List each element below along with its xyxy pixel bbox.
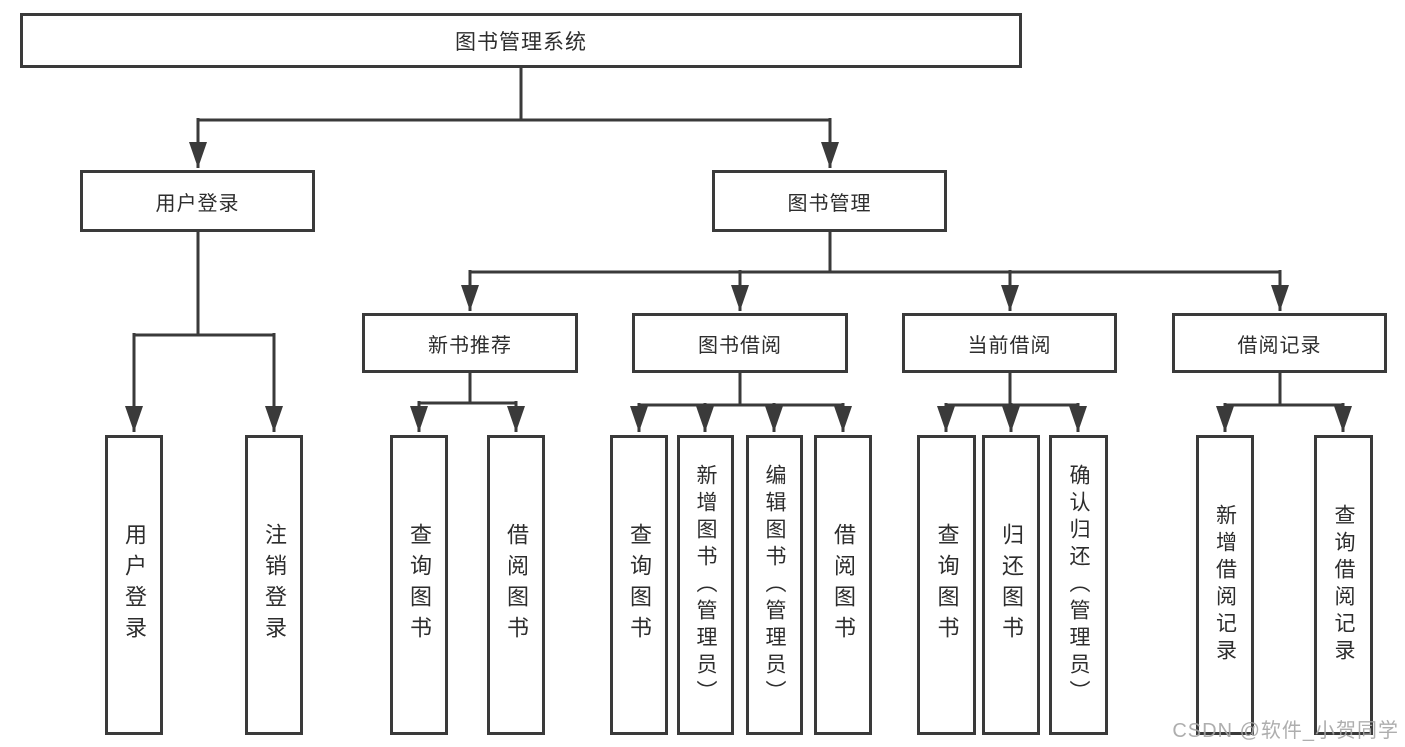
leaf-label: 新增图书（管理员） — [694, 463, 717, 707]
leaf-label: 借阅图书 — [831, 523, 856, 647]
leaf-label: 查询图书 — [407, 523, 432, 647]
leaf-user-login: 用户登录 — [105, 435, 163, 735]
node-user-login: 用户登录 — [80, 170, 315, 232]
leaf-edit-books-admin: 编辑图书（管理员） — [746, 435, 803, 735]
leaf-label: 用户登录 — [122, 523, 147, 647]
leaf-label: 确认归还（管理员） — [1067, 463, 1090, 707]
node-current-borrow: 当前借阅 — [902, 313, 1117, 373]
leaf-add-books-admin: 新增图书（管理员） — [677, 435, 734, 735]
leaf-borrow-books-recommend: 借阅图书 — [487, 435, 545, 735]
csdn-watermark: CSDN @软件_小贺同学 — [1172, 720, 1399, 742]
node-library-management-system: 图书管理系统 — [20, 13, 1022, 68]
leaf-label: 注销登录 — [262, 523, 287, 647]
leaf-label: 编辑图书（管理员） — [763, 463, 786, 707]
leaf-label: 借阅图书 — [504, 523, 529, 647]
node-label: 图书管理 — [787, 192, 872, 215]
leaf-borrow-books: 借阅图书 — [814, 435, 872, 735]
leaf-label: 查询借阅记录 — [1332, 504, 1355, 666]
leaf-query-books-borrow: 查询图书 — [610, 435, 668, 735]
leaf-query-books-recommend: 查询图书 — [390, 435, 448, 735]
node-label: 图书管理系统 — [455, 30, 587, 54]
leaf-query-books-current: 查询图书 — [917, 435, 976, 735]
node-label: 图书借阅 — [698, 334, 782, 357]
node-label: 用户登录 — [155, 192, 240, 215]
leaf-logout: 注销登录 — [245, 435, 303, 735]
leaf-label: 查询图书 — [627, 523, 652, 647]
node-label: 借阅记录 — [1237, 334, 1322, 357]
node-label: 新书推荐 — [428, 334, 512, 357]
leaf-return-books: 归还图书 — [982, 435, 1040, 735]
node-label: 当前借阅 — [967, 334, 1052, 357]
leaf-query-borrow-record: 查询借阅记录 — [1314, 435, 1373, 735]
leaf-label: 新增借阅记录 — [1213, 504, 1237, 666]
leaf-label: 归还图书 — [999, 523, 1024, 647]
node-borrow-records: 借阅记录 — [1172, 313, 1387, 373]
leaf-add-borrow-record: 新增借阅记录 — [1196, 435, 1254, 735]
node-book-management: 图书管理 — [712, 170, 947, 232]
node-book-borrow: 图书借阅 — [632, 313, 848, 373]
node-new-book-recommend: 新书推荐 — [362, 313, 578, 373]
leaf-label: 查询图书 — [934, 523, 960, 647]
leaf-confirm-return-admin: 确认归还（管理员） — [1049, 435, 1108, 735]
